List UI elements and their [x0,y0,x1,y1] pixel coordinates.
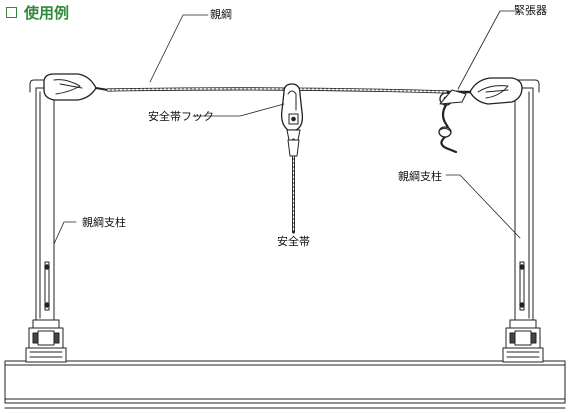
title-text: 使用例 [24,4,70,22]
floor-beam [4,360,566,409]
right-snap-hook [469,77,523,105]
right-post [502,79,544,363]
label-harness: 安全帯 [277,235,310,248]
label-tensioner: 緊張器 [514,4,547,17]
label-rope: 親綱 [210,8,232,21]
label-left-post: 親綱支柱 [82,216,126,229]
tensioner [438,89,467,154]
label-harness-hook: 安全帯フック [148,110,214,123]
leader-lines [53,10,521,245]
page-title: 使用例 [6,2,69,23]
label-right-post: 親綱支柱 [398,170,442,183]
left-snap-hook [43,73,109,101]
harness-hook [280,83,304,141]
harness-lanyard [287,138,300,234]
left-post [25,79,67,363]
checkbox-square-icon [6,7,17,18]
